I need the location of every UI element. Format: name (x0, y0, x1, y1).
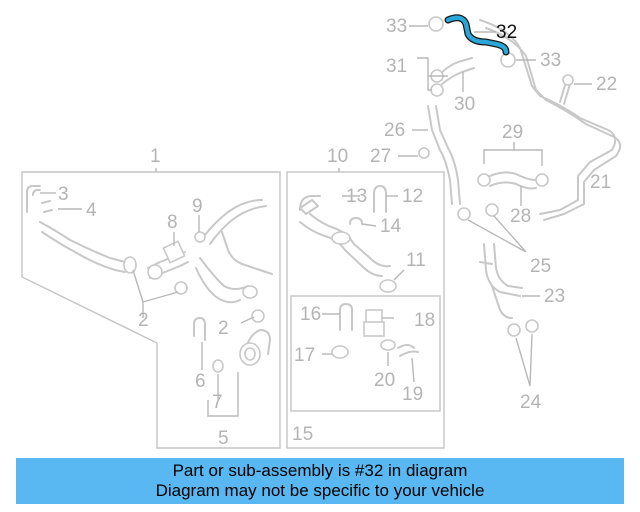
callout-16: 16 (300, 304, 321, 325)
callout-2: 2 (218, 318, 229, 339)
callout-25: 25 (530, 256, 551, 277)
callout-8: 8 (167, 212, 178, 233)
callout-4: 4 (86, 200, 97, 221)
banner-disclaimer-line: Diagram may not be specific to your vehi… (155, 481, 485, 500)
callout-13: 13 (346, 186, 367, 207)
group-15-frame (290, 295, 441, 412)
callout-15: 15 (292, 424, 313, 445)
callout-27: 27 (370, 146, 391, 167)
callout-3: 3 (58, 184, 69, 205)
callout-9: 9 (192, 196, 203, 217)
group-10-frame (286, 171, 445, 449)
leader-lines (40, 25, 592, 417)
callout-28: 28 (510, 206, 531, 227)
callout-22: 22 (596, 74, 617, 95)
banner-part-line: Part or sub-assembly is #32 in diagram (172, 461, 468, 480)
callout-23: 23 (544, 286, 565, 307)
callout-1: 1 (150, 146, 161, 167)
callout-12: 12 (402, 186, 423, 207)
callout-26: 26 (384, 120, 405, 141)
callout-20: 20 (374, 370, 395, 391)
callout-33: 33 (540, 50, 561, 71)
callout-7: 7 (212, 392, 223, 413)
callout-2: 2 (138, 310, 149, 331)
callout-31: 31 (386, 56, 407, 77)
group-10-parts (299, 185, 419, 359)
info-banner: Part or sub-assembly is #32 in diagram D… (16, 458, 624, 504)
callout-33: 33 (386, 16, 407, 37)
callout-17: 17 (294, 345, 315, 366)
callout-6: 6 (195, 371, 206, 392)
callout-24: 24 (520, 392, 542, 413)
callout-labels: 1 2 2 3 4 5 6 7 8 9 10 11 12 13 14 15 16… (58, 16, 617, 449)
callout-32: 32 (496, 22, 517, 43)
callout-10: 10 (327, 146, 348, 167)
callout-19: 19 (402, 384, 423, 405)
upper-right-parts (418, 16, 622, 337)
part-32-hose (444, 14, 510, 56)
group-1-parts (26, 185, 273, 373)
callout-11: 11 (406, 250, 426, 271)
parts-diagram: 1 2 2 3 4 5 6 7 8 9 10 11 12 13 14 15 16… (21, 14, 622, 449)
callout-5: 5 (218, 428, 229, 449)
callout-18: 18 (414, 310, 435, 331)
callout-14: 14 (380, 216, 402, 237)
callout-21: 21 (590, 172, 611, 193)
callout-30: 30 (454, 94, 475, 115)
group-1-frame (21, 171, 281, 449)
callout-29: 29 (502, 122, 523, 143)
